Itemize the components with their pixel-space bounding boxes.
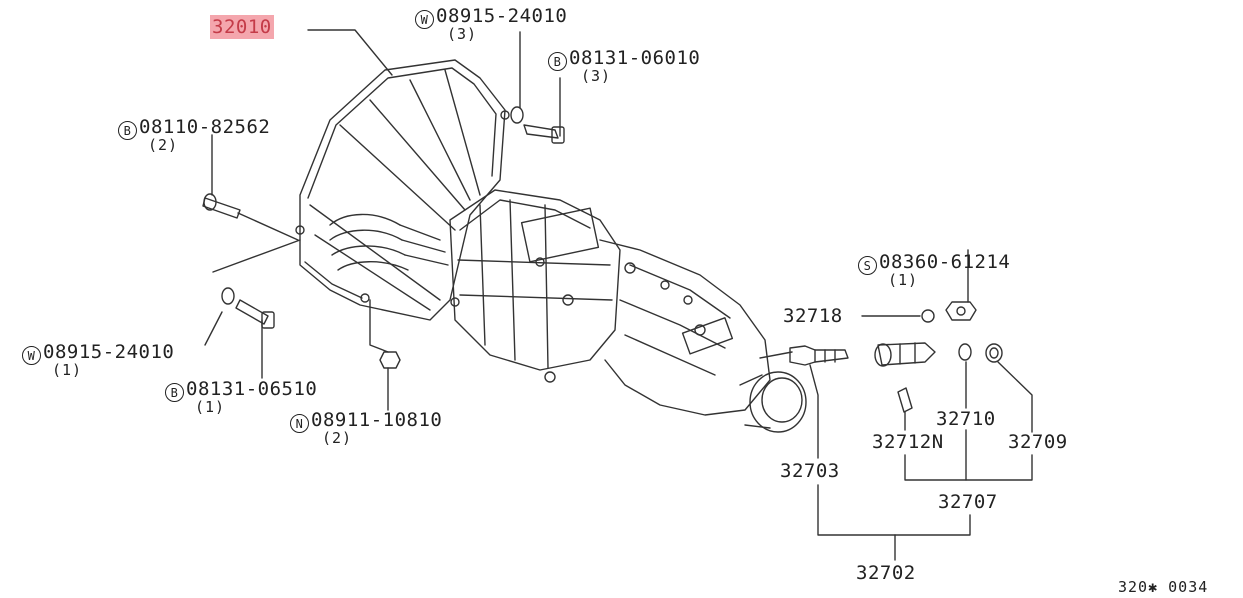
quantity: (3) xyxy=(447,25,478,43)
highlighted-part-number[interactable]: 32010 xyxy=(210,15,274,39)
main-case xyxy=(449,189,621,383)
quantity: (2) xyxy=(322,429,353,447)
screw-code-icon: S xyxy=(858,256,877,275)
extension-housing xyxy=(599,239,771,416)
bolt-code-icon: B xyxy=(548,52,567,71)
part-label-32712n[interactable]: 32712N xyxy=(872,431,944,453)
output-shaft-seal xyxy=(739,371,807,433)
fasteners xyxy=(202,106,565,369)
part-label-32709[interactable]: 32709 xyxy=(1008,431,1068,453)
washer-code-icon: W xyxy=(415,10,434,29)
bolt-code-icon: B xyxy=(118,121,137,140)
quantity: (2) xyxy=(148,136,179,154)
switch-assembly-parts xyxy=(789,301,1003,413)
quantity: (3) xyxy=(581,67,612,85)
part-label-32718[interactable]: 32718 xyxy=(783,305,843,327)
washer-code-icon: W xyxy=(22,346,41,365)
leader-lines xyxy=(204,29,1033,561)
quantity: (1) xyxy=(52,361,83,379)
diagram-reference-code: 320✱ 0034 xyxy=(1118,578,1209,596)
quantity: (1) xyxy=(195,398,226,416)
part-label-32702[interactable]: 32702 xyxy=(856,562,916,584)
part-label-32707[interactable]: 32707 xyxy=(938,491,998,513)
bell-housing xyxy=(295,59,510,321)
part-label-32703[interactable]: 32703 xyxy=(780,460,840,482)
part-label-32710[interactable]: 32710 xyxy=(936,408,996,430)
quantity: (1) xyxy=(888,271,919,289)
shift-fork-detail xyxy=(329,213,449,271)
nut-code-icon: N xyxy=(290,414,309,433)
part-label-32010[interactable]: 32010 xyxy=(210,15,274,39)
bolt-code-icon: B xyxy=(165,383,184,402)
